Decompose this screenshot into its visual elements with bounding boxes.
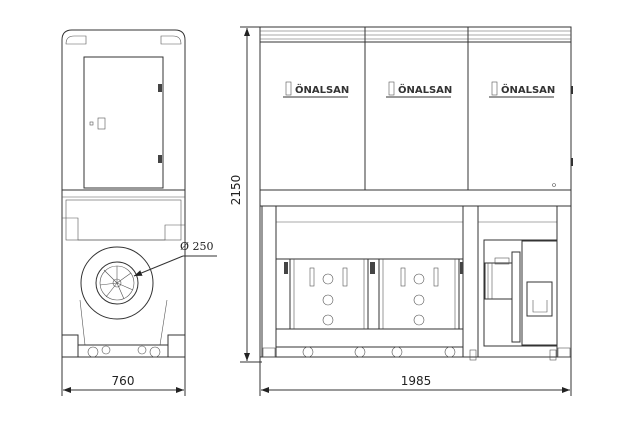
logo-panel-3: ÖNALSAN [489, 81, 555, 98]
filter-drawer-2 [378, 258, 460, 330]
fan-inlet [95, 261, 139, 305]
svg-text:ÖNALSAN: ÖNALSAN [295, 82, 349, 96]
svg-text:ÖNALSAN: ÖNALSAN [501, 82, 555, 96]
leg-right [556, 205, 572, 358]
side-door [83, 56, 164, 189]
side-view: Ø 250 760 [61, 29, 217, 396]
fan-housing [80, 246, 154, 320]
leg-left [261, 205, 277, 358]
height-dimension: 2150 [229, 26, 262, 363]
height-label: 2150 [229, 175, 243, 206]
width-front-label: 1985 [401, 374, 432, 388]
logo-panel-2: ÖNALSAN [386, 81, 452, 98]
motor-fan-unit [483, 239, 558, 347]
logo-panel-1: ÖNALSAN [283, 81, 349, 98]
svg-text:ÖNALSAN: ÖNALSAN [398, 82, 452, 96]
filter-drawer-1 [289, 258, 369, 330]
casters [262, 346, 571, 361]
width-side-label: 760 [112, 374, 135, 388]
motor [484, 262, 513, 300]
duct-diameter-label: Ø 250 [180, 240, 214, 253]
front-view: ÖNALSAN ÖNALSAN ÖNALSAN [259, 26, 573, 396]
leg-middle [462, 205, 479, 358]
